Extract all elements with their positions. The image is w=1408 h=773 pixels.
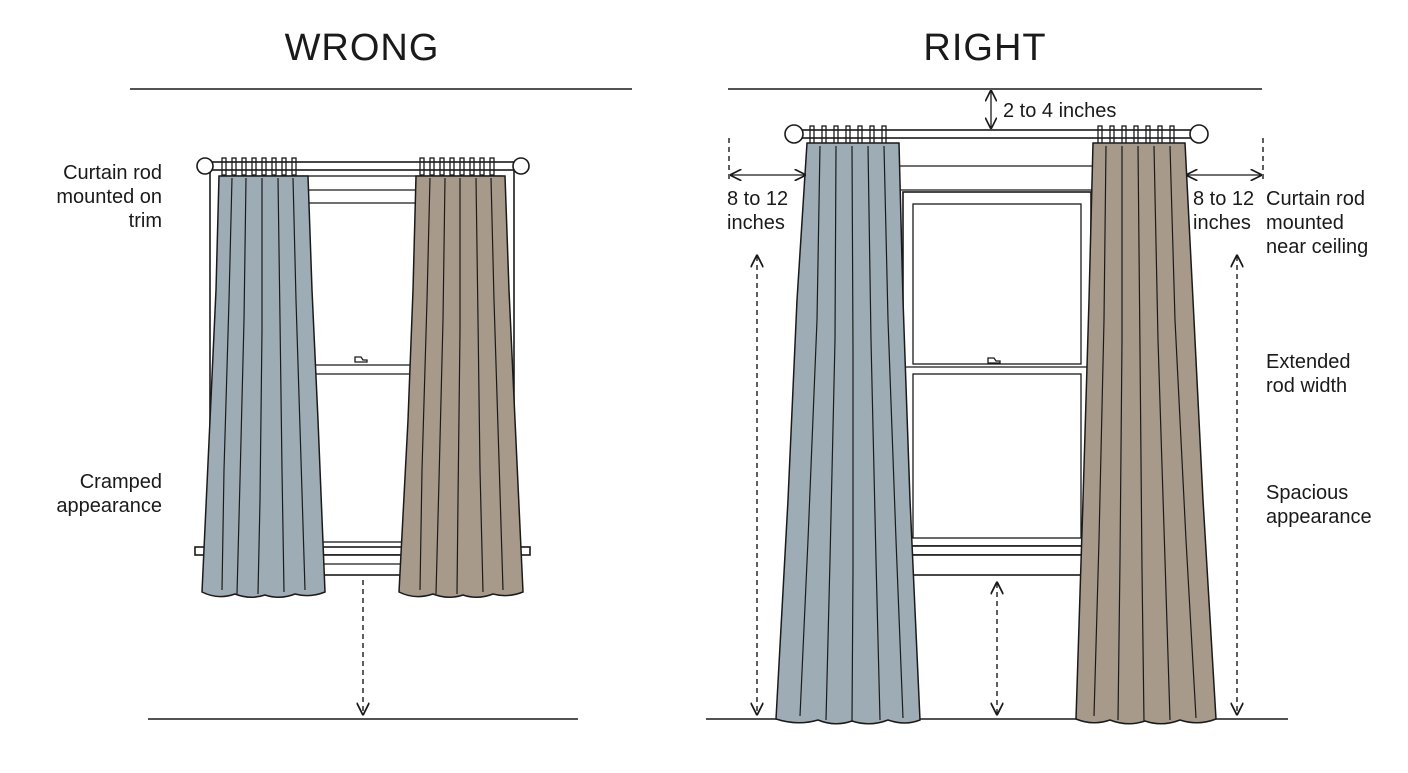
ceiling-gap-label: 2 to 4 inches — [1003, 100, 1116, 122]
wrong-cramped-label-2: appearance — [56, 495, 162, 517]
right-rod-label-3: near ceiling — [1266, 236, 1368, 258]
right-window-sill — [899, 545, 1095, 556]
wrong-curtain-rod — [196, 157, 530, 176]
right-curtain-rod — [784, 124, 1209, 145]
right-curtain-left — [775, 142, 921, 725]
wrong-cramped-label-1: Cramped — [80, 471, 162, 493]
right-extension-label-2: inches — [1193, 212, 1251, 234]
spacious-label-1: Spacious — [1266, 482, 1348, 504]
right-rod-label-2: mounted — [1266, 212, 1344, 234]
wrong-rod-label-3: trim — [129, 210, 162, 232]
rod-finial-right-icon — [512, 157, 530, 175]
extended-label-2: rod width — [1266, 375, 1347, 397]
rod-finial-left-icon — [196, 157, 214, 175]
wrong-rod-label-2: mounted on — [56, 186, 162, 208]
wrong-curtain-left — [201, 175, 326, 598]
right-panel: RIGHT — [706, 27, 1372, 725]
window-latch-icon — [354, 356, 368, 363]
extended-label-1: Extended — [1266, 351, 1351, 373]
left-extension-label-2: inches — [727, 212, 785, 234]
wrong-rod-label-1: Curtain rod — [63, 162, 162, 184]
rod-finial-right-icon — [1189, 124, 1209, 144]
left-extension-label-1: 8 to 12 — [727, 188, 788, 210]
rod-finial-left-icon — [784, 124, 804, 144]
right-heading: RIGHT — [923, 27, 1046, 69]
right-curtain-right — [1075, 142, 1217, 725]
right-rod-label-1: Curtain rod — [1266, 188, 1365, 210]
right-extension-label-1: 8 to 12 — [1193, 188, 1254, 210]
wrong-curtain-right — [398, 175, 524, 598]
wrong-heading: WRONG — [285, 27, 440, 69]
spacious-label-2: appearance — [1266, 506, 1372, 528]
wrong-panel: WRONG — [56, 27, 632, 720]
right-window — [899, 191, 1095, 576]
window-latch-icon — [987, 357, 1001, 364]
